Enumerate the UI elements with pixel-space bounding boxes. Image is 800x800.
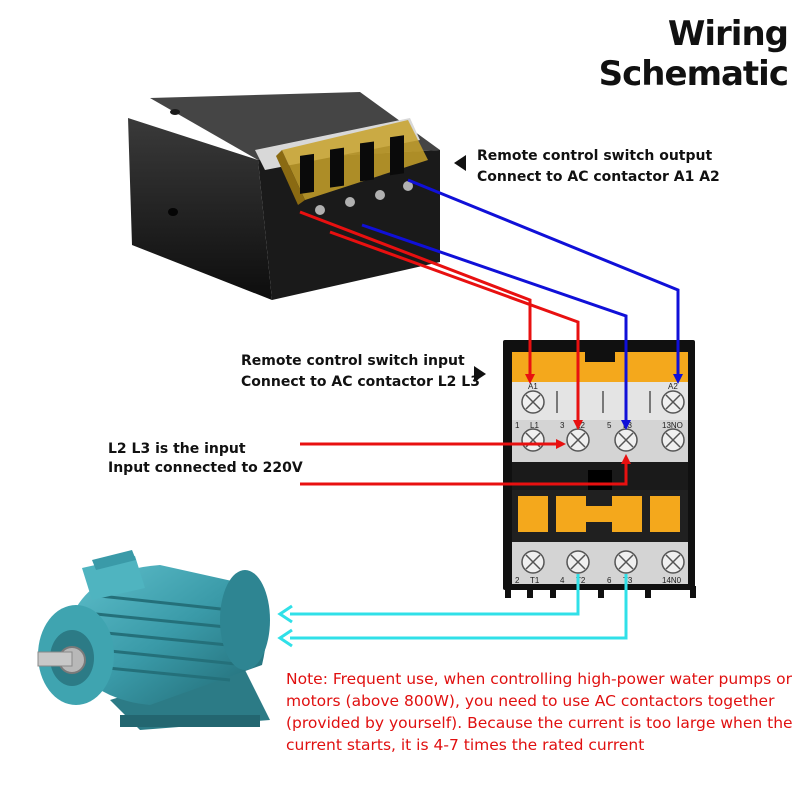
electric-motor xyxy=(37,550,270,730)
terminal-label-l3: L3 xyxy=(623,421,632,430)
output-pointer-triangle xyxy=(454,155,466,171)
red-wire-to-l2 xyxy=(329,230,583,430)
power-label-line-1: L2 L3 is the input xyxy=(108,441,246,457)
terminal-label-13no: 13NO xyxy=(662,421,683,430)
terminal-label-l1: L1 xyxy=(530,421,539,430)
terminal-number-1: 1 xyxy=(515,421,520,430)
terminal-number-6: 6 xyxy=(607,576,612,585)
remote-control-switch-module xyxy=(128,92,440,300)
power-label-line-2: Input connected to 220V xyxy=(108,460,303,476)
ac-contactor xyxy=(503,340,696,598)
terminal-number-4: 4 xyxy=(560,576,565,585)
terminal-label-a2: A2 xyxy=(668,382,678,391)
blue-wire-to-l3 xyxy=(361,223,631,430)
red-power-wire-l3 xyxy=(300,454,631,486)
terminal-label-14n0: 14N0 xyxy=(662,576,682,585)
input-label: Remote control switch input Connect to A… xyxy=(241,351,480,393)
terminal-label-a1: A1 xyxy=(528,382,538,391)
terminal-number-2: 2 xyxy=(515,576,520,585)
contactor-screw-terminals xyxy=(521,390,685,574)
terminal-label-t2: T2 xyxy=(576,576,586,585)
warning-note: Note: Frequent use, when controlling hig… xyxy=(286,670,793,754)
power-label: L2 L3 is the input Input connected to 22… xyxy=(108,440,303,478)
red-wire-to-a1 xyxy=(299,210,535,384)
output-label: Remote control switch output Connect to … xyxy=(477,146,720,188)
input-pointer-triangle xyxy=(474,366,486,382)
input-label-line-2: Connect to AC contactor L2 L3 xyxy=(241,374,480,390)
cyan-wire-t2-to-motor xyxy=(277,574,580,624)
blue-wire-to-a2 xyxy=(407,178,683,384)
output-label-line-2: Connect to AC contactor A1 A2 xyxy=(477,169,720,185)
terminal-label-t1: T1 xyxy=(530,576,540,585)
terminal-label-t3: T3 xyxy=(623,576,633,585)
terminal-number-3: 3 xyxy=(560,421,565,430)
input-label-line-1: Remote control switch input xyxy=(241,353,465,369)
terminal-number-5: 5 xyxy=(607,421,612,430)
output-label-line-1: Remote control switch output xyxy=(477,148,713,164)
page-title: Wiring Schematic xyxy=(598,14,789,94)
cyan-wire-t3-to-motor xyxy=(277,574,628,648)
